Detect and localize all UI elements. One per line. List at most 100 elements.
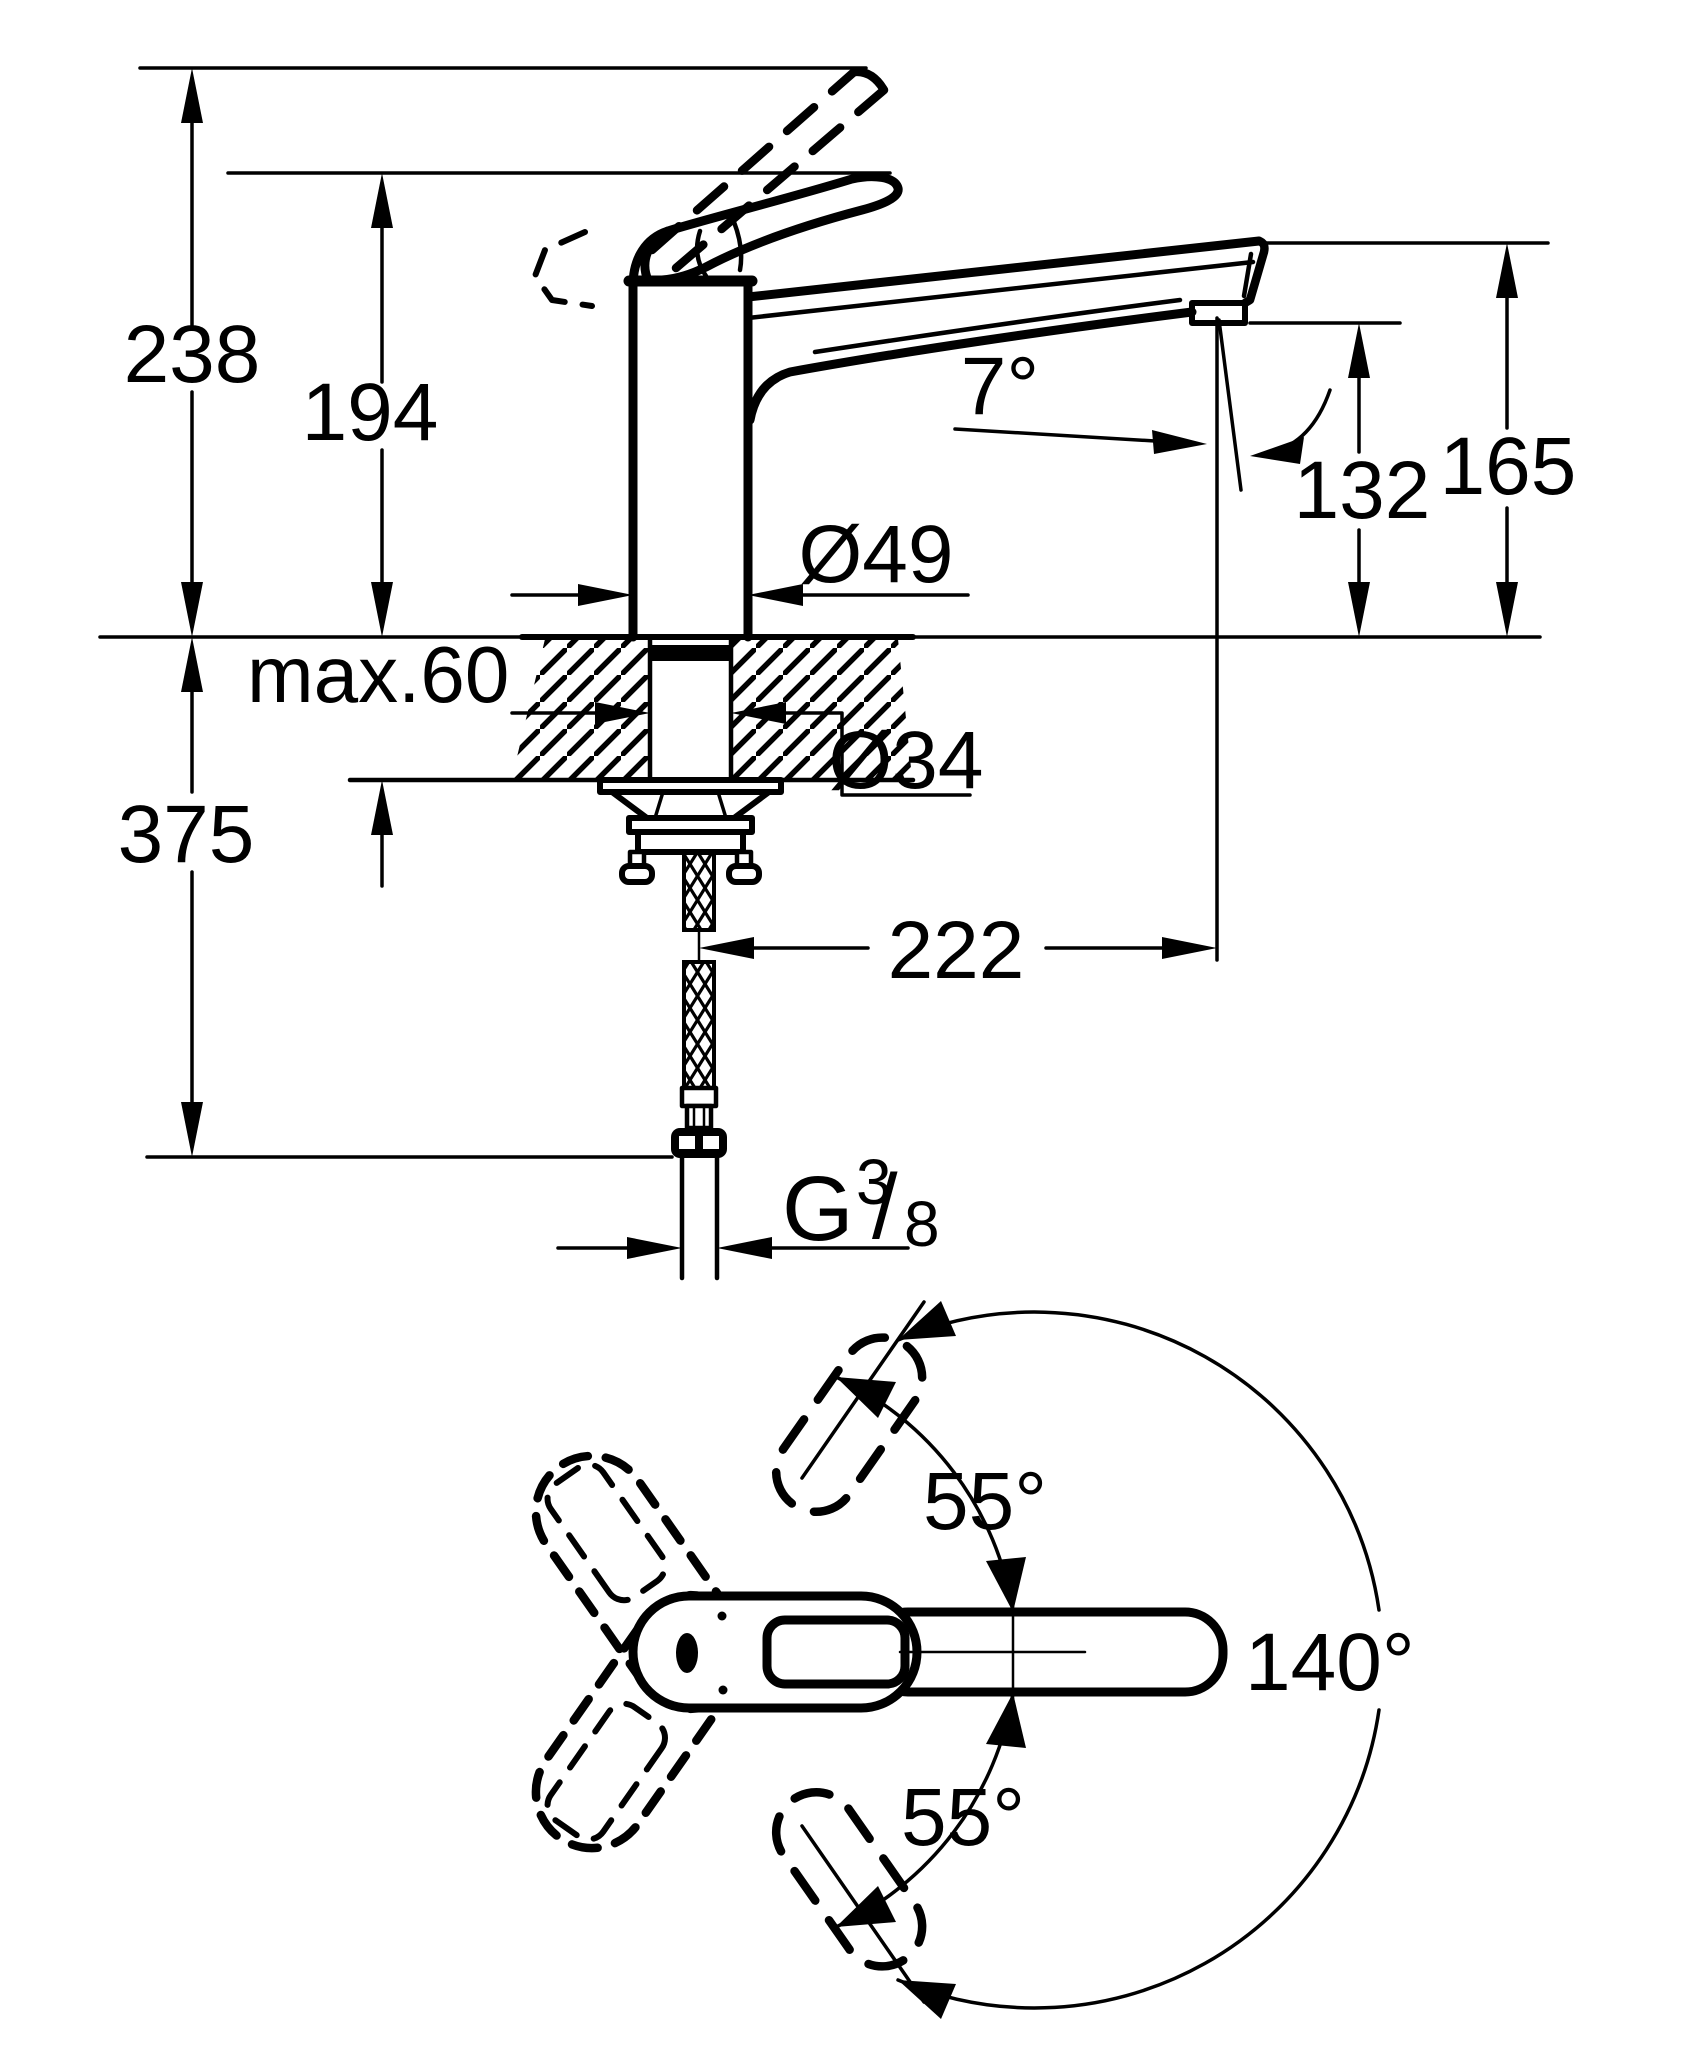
- mount-plate-lower: [635, 829, 746, 855]
- hose-nut-notch-left: [679, 1136, 695, 1149]
- dim-max60-arrow-up: [371, 780, 393, 835]
- dome-left-curve: [628, 226, 673, 291]
- dim-body-diameter: Ø49: [510, 509, 970, 606]
- dim-swivel-upper: 55°: [834, 1375, 1047, 1614]
- swivel-lower-arc-arrow-outer: [836, 1886, 896, 1927]
- dimensions: 238 194 165: [118, 66, 1577, 1260]
- dim-outlet-height-label: 132: [1294, 445, 1431, 536]
- spout-ghost-upper: [771, 1333, 927, 1517]
- dim-spout-end-height-label: 165: [1440, 421, 1577, 512]
- thread-slash-label: /: [872, 1156, 898, 1258]
- dim-deck-thickness: max.60: [247, 630, 509, 888]
- countertop-section: [98, 634, 1542, 783]
- swivel-total-arrow-upper: [898, 1301, 956, 1340]
- dim-194-arrow-down: [371, 582, 393, 637]
- hose-connector: [684, 1103, 714, 1131]
- lever-ghost-lower-window: [544, 1700, 668, 1843]
- dim-132-arrow-up: [1348, 323, 1370, 378]
- dim-stream-angle-label: 7°: [961, 341, 1039, 432]
- lever-ghost-upper-outline: [531, 1451, 751, 1714]
- raised-lever-heel: [532, 229, 595, 309]
- faucet-body: [532, 67, 1269, 1281]
- dim-swivel-lower: 55°: [834, 1691, 1026, 1929]
- swivel-total-arrow-lower: [898, 1980, 956, 2019]
- dim-overall-height: 238: [124, 68, 261, 637]
- raised-lever-edge-2: [671, 85, 889, 273]
- angle-leader-arrow: [1152, 430, 1207, 454]
- side-view: 238 194 165: [98, 66, 1577, 1281]
- dim-34-leader: [784, 711, 972, 797]
- spout-end-inner-line: [1241, 251, 1254, 299]
- dim-spout-reach-label: 222: [888, 905, 1025, 996]
- swivel-total-arc-upper: [896, 1310, 1381, 1612]
- dim-swivel-total: 140°: [896, 1301, 1415, 2019]
- dim-g38-arrow-right: [717, 1237, 772, 1259]
- dim-375-arrow-up: [181, 637, 203, 692]
- lever-ghost-lower-outline: [531, 1590, 751, 1853]
- dim-swivel-upper-label: 55°: [923, 1456, 1047, 1547]
- dim-238-arrow-up: [181, 68, 203, 123]
- lever-ghost-lower: [531, 1590, 751, 1853]
- dim-375-arrow-down: [181, 1102, 203, 1157]
- dim-lever-height-label: 194: [302, 367, 439, 458]
- dim-194-arrow-up: [371, 173, 393, 228]
- raised-lever-edge-1: [647, 67, 859, 255]
- hose-braid-lower: [682, 960, 716, 1090]
- dim-g38-arrow-left: [627, 1237, 682, 1259]
- dim-deck-thickness-label: max.60: [247, 630, 509, 719]
- raised-lever-tip: [849, 67, 889, 95]
- lever-ghost-upper: [531, 1451, 751, 1714]
- dim-lever-height: 194: [302, 173, 439, 637]
- thread-g-label: G: [782, 1158, 854, 1260]
- dim-swivel-lower-label: 55°: [901, 1772, 1025, 1863]
- dim-165-arrow-up: [1496, 243, 1518, 298]
- dim-hole-diameter-label: Ø34: [829, 715, 984, 806]
- hose-braid-upper: [682, 850, 716, 932]
- spout-ghost-lower: [771, 1787, 927, 1971]
- dim-132-arrow-down: [1348, 582, 1370, 637]
- dim-below-deck: 375: [118, 637, 255, 1157]
- hose-nut-notch-right: [703, 1136, 719, 1149]
- cone-seam-right: [716, 790, 728, 820]
- lever-dot-upper: [717, 1611, 727, 1621]
- stream-angle-line: [1217, 318, 1243, 492]
- spout-ghost-upper-outline: [771, 1333, 927, 1517]
- dim-49-arrow-right: [748, 584, 803, 606]
- hose-ferrule: [679, 1085, 719, 1109]
- shank-seal-band: [650, 645, 731, 661]
- dim-34-arrow-left: [595, 702, 650, 724]
- angle-arc-arrow: [1250, 437, 1304, 464]
- cone-seam-left: [653, 790, 665, 820]
- thread-numerator-label: 3: [856, 1146, 892, 1218]
- stud-foot-left: [619, 863, 655, 885]
- lever-detail-curve-2: [731, 219, 744, 273]
- lever-dot-lower: [718, 1685, 728, 1695]
- lever-raised-ghost: [532, 67, 889, 309]
- dim-overall-height-label: 238: [124, 309, 261, 400]
- angle-leader-line: [953, 427, 1157, 443]
- lever-ghost-upper-window: [544, 1461, 668, 1604]
- dim-below-deck-label: 375: [118, 789, 255, 880]
- spout-end-face: [1240, 236, 1269, 308]
- dim-238-arrow-down: [181, 582, 203, 637]
- spout-top-edge: [743, 236, 1264, 302]
- dim-hole-diameter: Ø34: [510, 702, 984, 806]
- top-view: 55° 55° 140°: [531, 1300, 1415, 2019]
- swivel-total-arc-lower: [896, 1708, 1381, 2010]
- dim-34-arrow-right: [731, 702, 786, 724]
- dim-thread: G 3 / 8: [556, 1146, 940, 1260]
- supply-hose: [671, 850, 727, 1281]
- spout-ghost-lower-outline: [771, 1787, 927, 1971]
- lever-handle: [640, 172, 903, 285]
- spout-bottom-edge: [745, 307, 1197, 425]
- thread-denominator-label: 8: [904, 1188, 940, 1260]
- dim-swivel-total-label: 140°: [1245, 1617, 1415, 1708]
- spout-top-inner-line: [745, 259, 1256, 321]
- dim-165-arrow-down: [1496, 582, 1518, 637]
- lever-top-window: [762, 1615, 910, 1689]
- dim-49-arrow-left: [578, 584, 633, 606]
- lever-pivot-hole: [676, 1633, 698, 1673]
- swivel-upper-arc-arrow-inner: [986, 1557, 1026, 1612]
